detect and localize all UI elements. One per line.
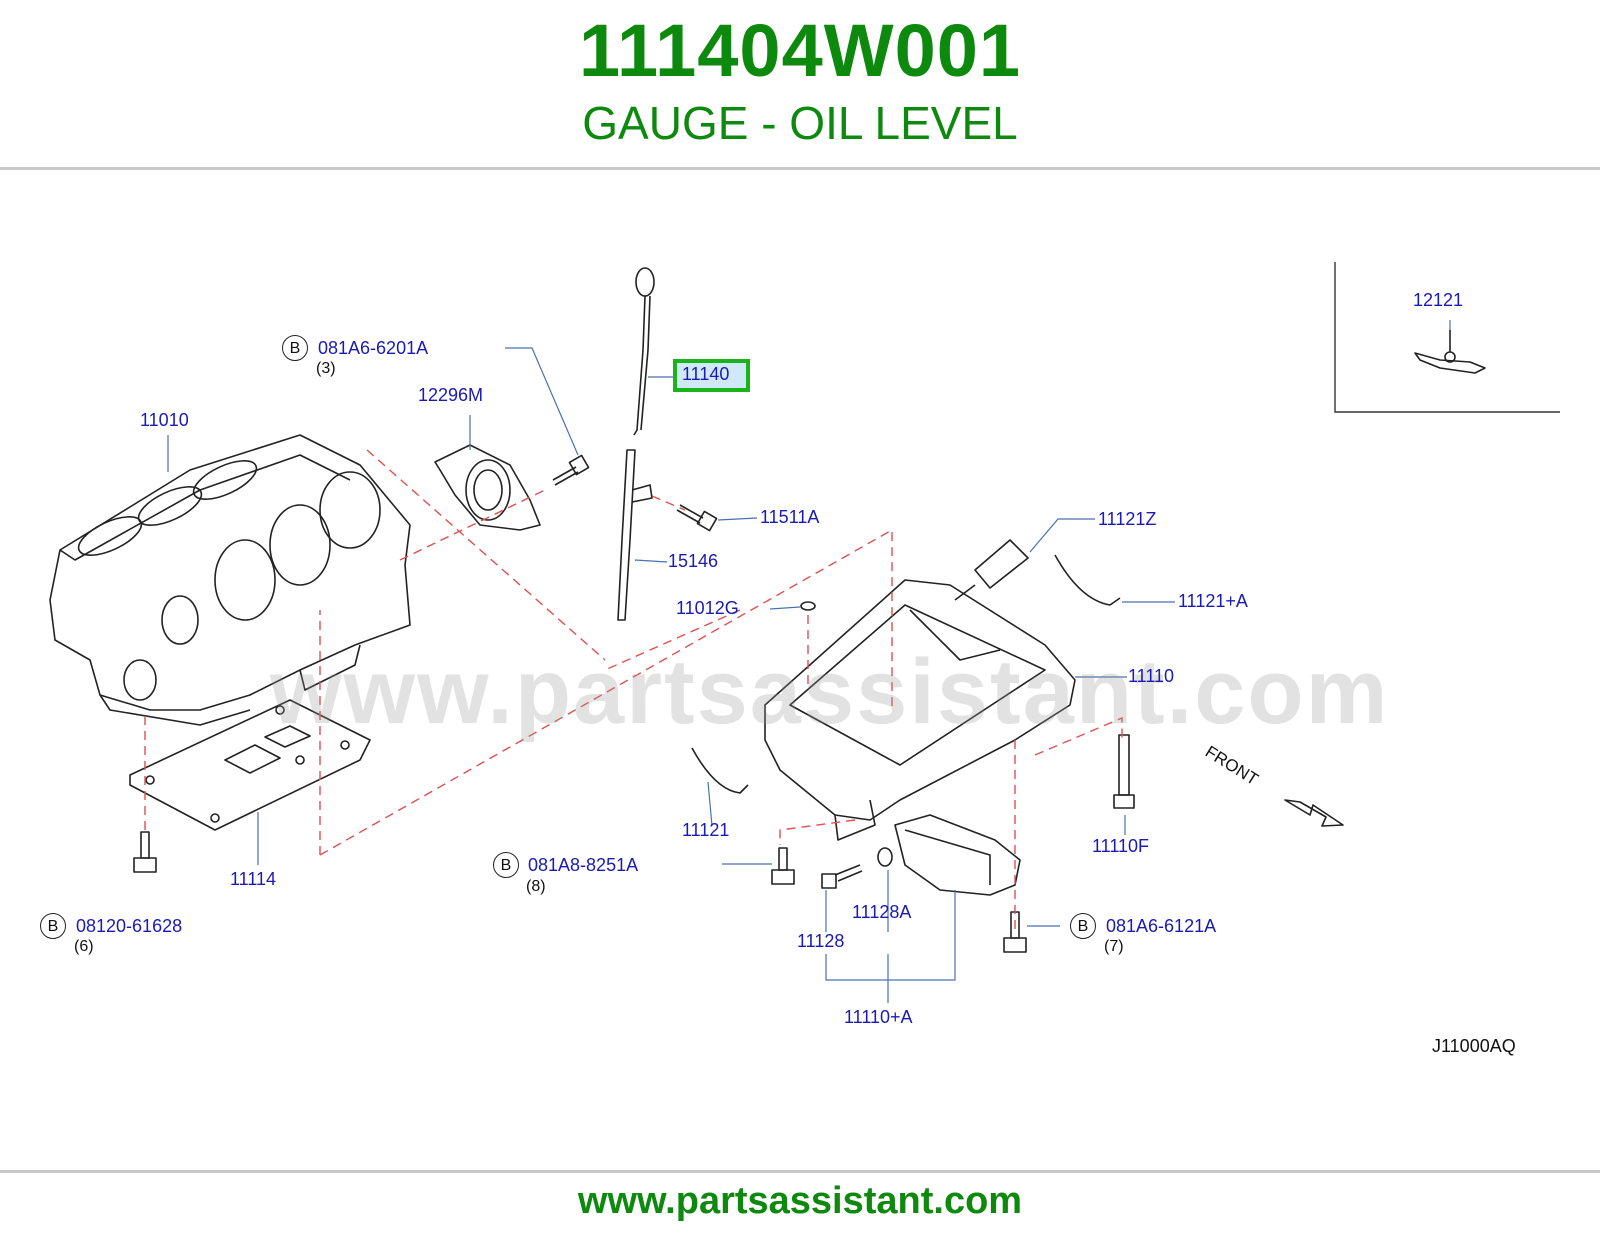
bracket-12121-drawing [1414,330,1486,374]
callout-12296m[interactable]: 12296M [418,385,484,405]
bolt-08120-drawing [133,831,157,873]
rear-seal-retainer-drawing [434,444,541,531]
callout-15146[interactable]: 15146 [668,551,719,571]
oil-level-gauge-drawing [633,267,655,436]
callout-081a8-8251a[interactable]: 081A8-8251A [528,855,639,875]
diagram-drawing [49,262,1560,1003]
engine-block-drawing [49,434,411,726]
bolt-marker-b: B [493,852,519,878]
callout-081a6-6201a[interactable]: 081A6-6201A [318,338,429,358]
callout-12121[interactable]: 12121 [1413,290,1464,310]
callout-11114[interactable]: 11114 [230,869,277,889]
callout-11128a[interactable]: 11128A [852,902,912,922]
callout-08120-61628[interactable]: 08120-61628 [76,916,183,936]
footer-url[interactable]: www.partsassistant.com [577,1180,1023,1222]
callout-11121z[interactable]: 11121Z [1098,509,1157,529]
bolt-marker-b: B [1070,913,1096,939]
quantity-081a6-6201a: (3) [316,360,336,377]
watermark: www.partsassistant.com [270,641,1390,743]
callout-11140[interactable]: 11140 [682,364,730,384]
bolt-11110f-drawing [1113,734,1135,809]
footer-divider [0,1170,1600,1173]
front-arrow-drawing [1284,799,1344,827]
header-divider [0,167,1600,170]
gauge-guide-tube-drawing [617,449,653,621]
diagram-code: J11000AQ [1432,1036,1516,1056]
callout-11121[interactable]: 11121 [682,820,730,840]
highlighted-part-box [673,359,750,392]
bolt-marker-b: B [282,335,308,361]
bolt-081a6-6121a-drawing [1003,911,1027,953]
bolt-081a8-drawing [771,847,795,885]
callout-11128[interactable]: 11128 [797,931,845,951]
drain-plug-11012g-drawing [800,601,816,611]
baffle-plate-drawing [129,699,371,831]
gasket-11121-drawing [691,747,749,794]
part-name-subtitle: GAUGE - OIL LEVEL [582,97,1018,149]
washer-11128a-drawing [877,847,893,867]
inset-frame [1334,262,1560,413]
quantity-081a6-6121a: (7) [1104,938,1124,955]
upper-oil-pan-drawing [764,579,1076,841]
callout-11012g[interactable]: 11012G [676,598,739,618]
callout-11110a[interactable]: 11110+A [844,1007,913,1027]
bolt-081a6-6201a-drawing [552,454,590,486]
strainer-11121z-drawing [954,539,1029,601]
page-header: 111404W001 GAUGE - OIL LEVEL [0,0,1600,168]
callout-11110[interactable]: 11110 [1128,666,1175,686]
quantity-08120-61628: (6) [74,938,94,955]
quantity-081a8-8251a: (8) [526,878,546,895]
callout-11121a[interactable]: 11121+A [1178,591,1248,611]
bolt-marker-b: B [40,913,66,939]
callout-11110f[interactable]: 11110F [1092,836,1150,856]
callout-11511a[interactable]: 11511A [760,507,820,527]
parts-diagram: www.partsassistant.com 11010 12296M 1114… [0,240,1600,1100]
gasket-11121a-drawing [1054,554,1121,606]
part-number-title: 111404W001 [578,9,1022,92]
callout-11010[interactable]: 11010 [140,410,189,430]
bolt-11511a-drawing [676,504,718,532]
callout-081a6-6121a[interactable]: 081A6-6121A [1106,916,1217,936]
lower-oil-pan-drawing [894,814,1021,896]
drain-plug-11128-drawing [821,864,863,889]
